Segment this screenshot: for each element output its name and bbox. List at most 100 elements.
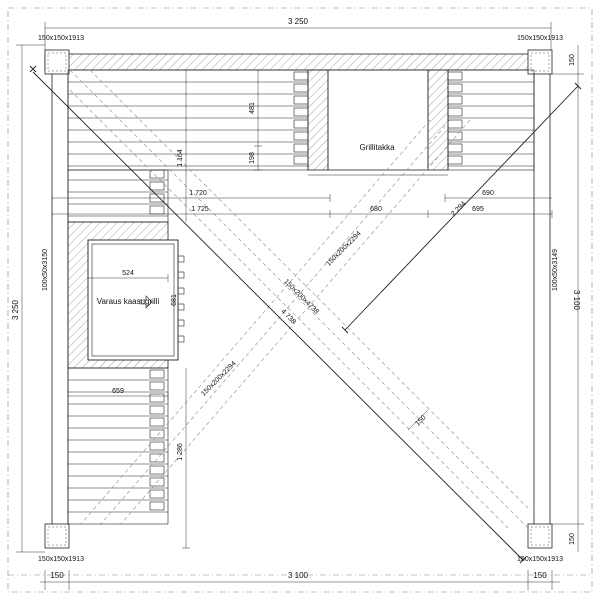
brace-upper-label: 150x200x2294 <box>325 230 363 268</box>
grill-knob-icon <box>177 271 185 279</box>
plank-end <box>293 131 309 141</box>
outer-border <box>7 7 593 593</box>
post-top-right-label: 150x150x1913 <box>517 35 563 42</box>
gas-grill-label: Varaus kaasugrilli <box>97 297 160 306</box>
right-beam <box>533 69 551 537</box>
interior-dimension-1725-680-695: 1 725 680 695 <box>51 206 553 218</box>
svg-text:150: 150 <box>414 414 427 427</box>
svg-text:1 720: 1 720 <box>189 190 207 197</box>
plank-end <box>447 131 463 141</box>
grill-alcove <box>67 221 185 369</box>
plank-end <box>149 501 165 511</box>
left-height-label: 3 250 <box>11 299 20 320</box>
plank-end <box>447 95 463 105</box>
plank-end <box>293 119 309 129</box>
top-dimension: 3 250 <box>44 17 552 50</box>
svg-text:1 164: 1 164 <box>177 149 184 167</box>
grill-knob-icon <box>177 255 185 263</box>
bottom-right-post-label: 150 <box>533 571 547 580</box>
fireplace <box>327 69 429 171</box>
bench-top-left <box>67 69 309 171</box>
plank-end <box>293 83 309 93</box>
corner-post-bottom-left <box>44 523 70 549</box>
bench-left-lower <box>67 367 169 525</box>
plank-end <box>293 95 309 105</box>
plank-end <box>149 477 165 487</box>
plank-end <box>149 429 165 439</box>
plank-end <box>447 119 463 129</box>
right-dimension: 3 100 150 150 <box>552 45 584 552</box>
left-beam-label: 100x50x3150 <box>42 249 49 291</box>
grill-knob-icon <box>177 287 185 295</box>
interior-dimension-690: 690 <box>444 190 552 202</box>
diag-150-marker: 150 <box>407 409 429 431</box>
bottom-width-label: 3 100 <box>288 571 309 580</box>
svg-text:680: 680 <box>370 206 382 213</box>
brace-lines <box>69 69 529 529</box>
plank-end <box>293 155 309 165</box>
bench-top-right <box>447 69 535 171</box>
plank-end <box>149 441 165 451</box>
plank-end <box>447 71 463 81</box>
plank-end <box>149 181 165 191</box>
grill-depth-label: 681 <box>171 294 178 306</box>
post-bottom-left-label: 150x150x1913 <box>38 556 84 563</box>
plank-end <box>447 143 463 153</box>
fireplace-left-wall <box>307 69 329 171</box>
grill-arrow-icon <box>139 295 153 309</box>
bottom-left-post-label: 150 <box>50 571 64 580</box>
plank-end <box>149 465 165 475</box>
svg-text:1 286: 1 286 <box>177 443 184 461</box>
post-top-left-label: 150x150x1913 <box>38 35 84 42</box>
right-bottom-post-label: 150 <box>569 533 576 545</box>
post-bottom-right-label: 150x150x1913 <box>517 556 563 563</box>
diagonal-dimension-secondary <box>344 85 579 331</box>
grill-knob-icon <box>177 319 185 327</box>
interior-dimension-1720: 1 720 <box>51 190 331 202</box>
svg-text:690: 690 <box>482 190 494 197</box>
plank-end <box>149 489 165 499</box>
fireplace-label: Grillitakka <box>359 143 395 152</box>
vertical-dimension-1286: 1 286 <box>177 368 190 549</box>
plank-end <box>149 381 165 391</box>
bench-left-upper <box>67 169 169 223</box>
plank-end <box>447 83 463 93</box>
left-beam <box>51 69 69 537</box>
plank-end <box>447 107 463 117</box>
plank-end <box>149 205 165 215</box>
top-beam <box>44 53 552 71</box>
plank-end <box>293 71 309 81</box>
vertical-dimension-481-198: 481 198 <box>249 69 262 171</box>
bottom-dimension: 3 100 150 150 <box>40 570 560 590</box>
grill-knob-icon <box>177 335 185 343</box>
plank-end <box>149 405 165 415</box>
svg-text:1 725: 1 725 <box>191 206 209 213</box>
svg-text:481: 481 <box>249 102 256 114</box>
fireplace-right-wall <box>427 69 449 171</box>
plank-end <box>149 453 165 463</box>
left-dimension: 3 250 <box>11 44 45 553</box>
brace-long-label: 150x200x4738 <box>282 278 320 316</box>
plank-end <box>149 417 165 427</box>
plank-end <box>149 169 165 179</box>
plank-end <box>293 107 309 117</box>
brace-lower-label: 150x200x2294 <box>200 360 238 398</box>
vertical-dimension-1164: 1 164 <box>177 69 190 222</box>
corner-post-top-right <box>527 49 553 75</box>
svg-text:659: 659 <box>112 388 124 395</box>
plank-end <box>447 155 463 165</box>
gas-grill <box>87 239 179 361</box>
plank-end <box>149 369 165 379</box>
grill-width-dimension: 524 <box>87 270 169 282</box>
svg-text:695: 695 <box>472 206 484 213</box>
plank-end <box>149 393 165 403</box>
svg-text:524: 524 <box>122 270 134 277</box>
right-height-label: 3 100 <box>572 290 581 311</box>
svg-text:198: 198 <box>249 152 256 164</box>
top-width-label: 3 250 <box>288 17 309 26</box>
right-top-post-label: 150 <box>569 54 576 66</box>
grill-knob-icon <box>177 303 185 311</box>
corner-post-bottom-right <box>527 523 553 549</box>
